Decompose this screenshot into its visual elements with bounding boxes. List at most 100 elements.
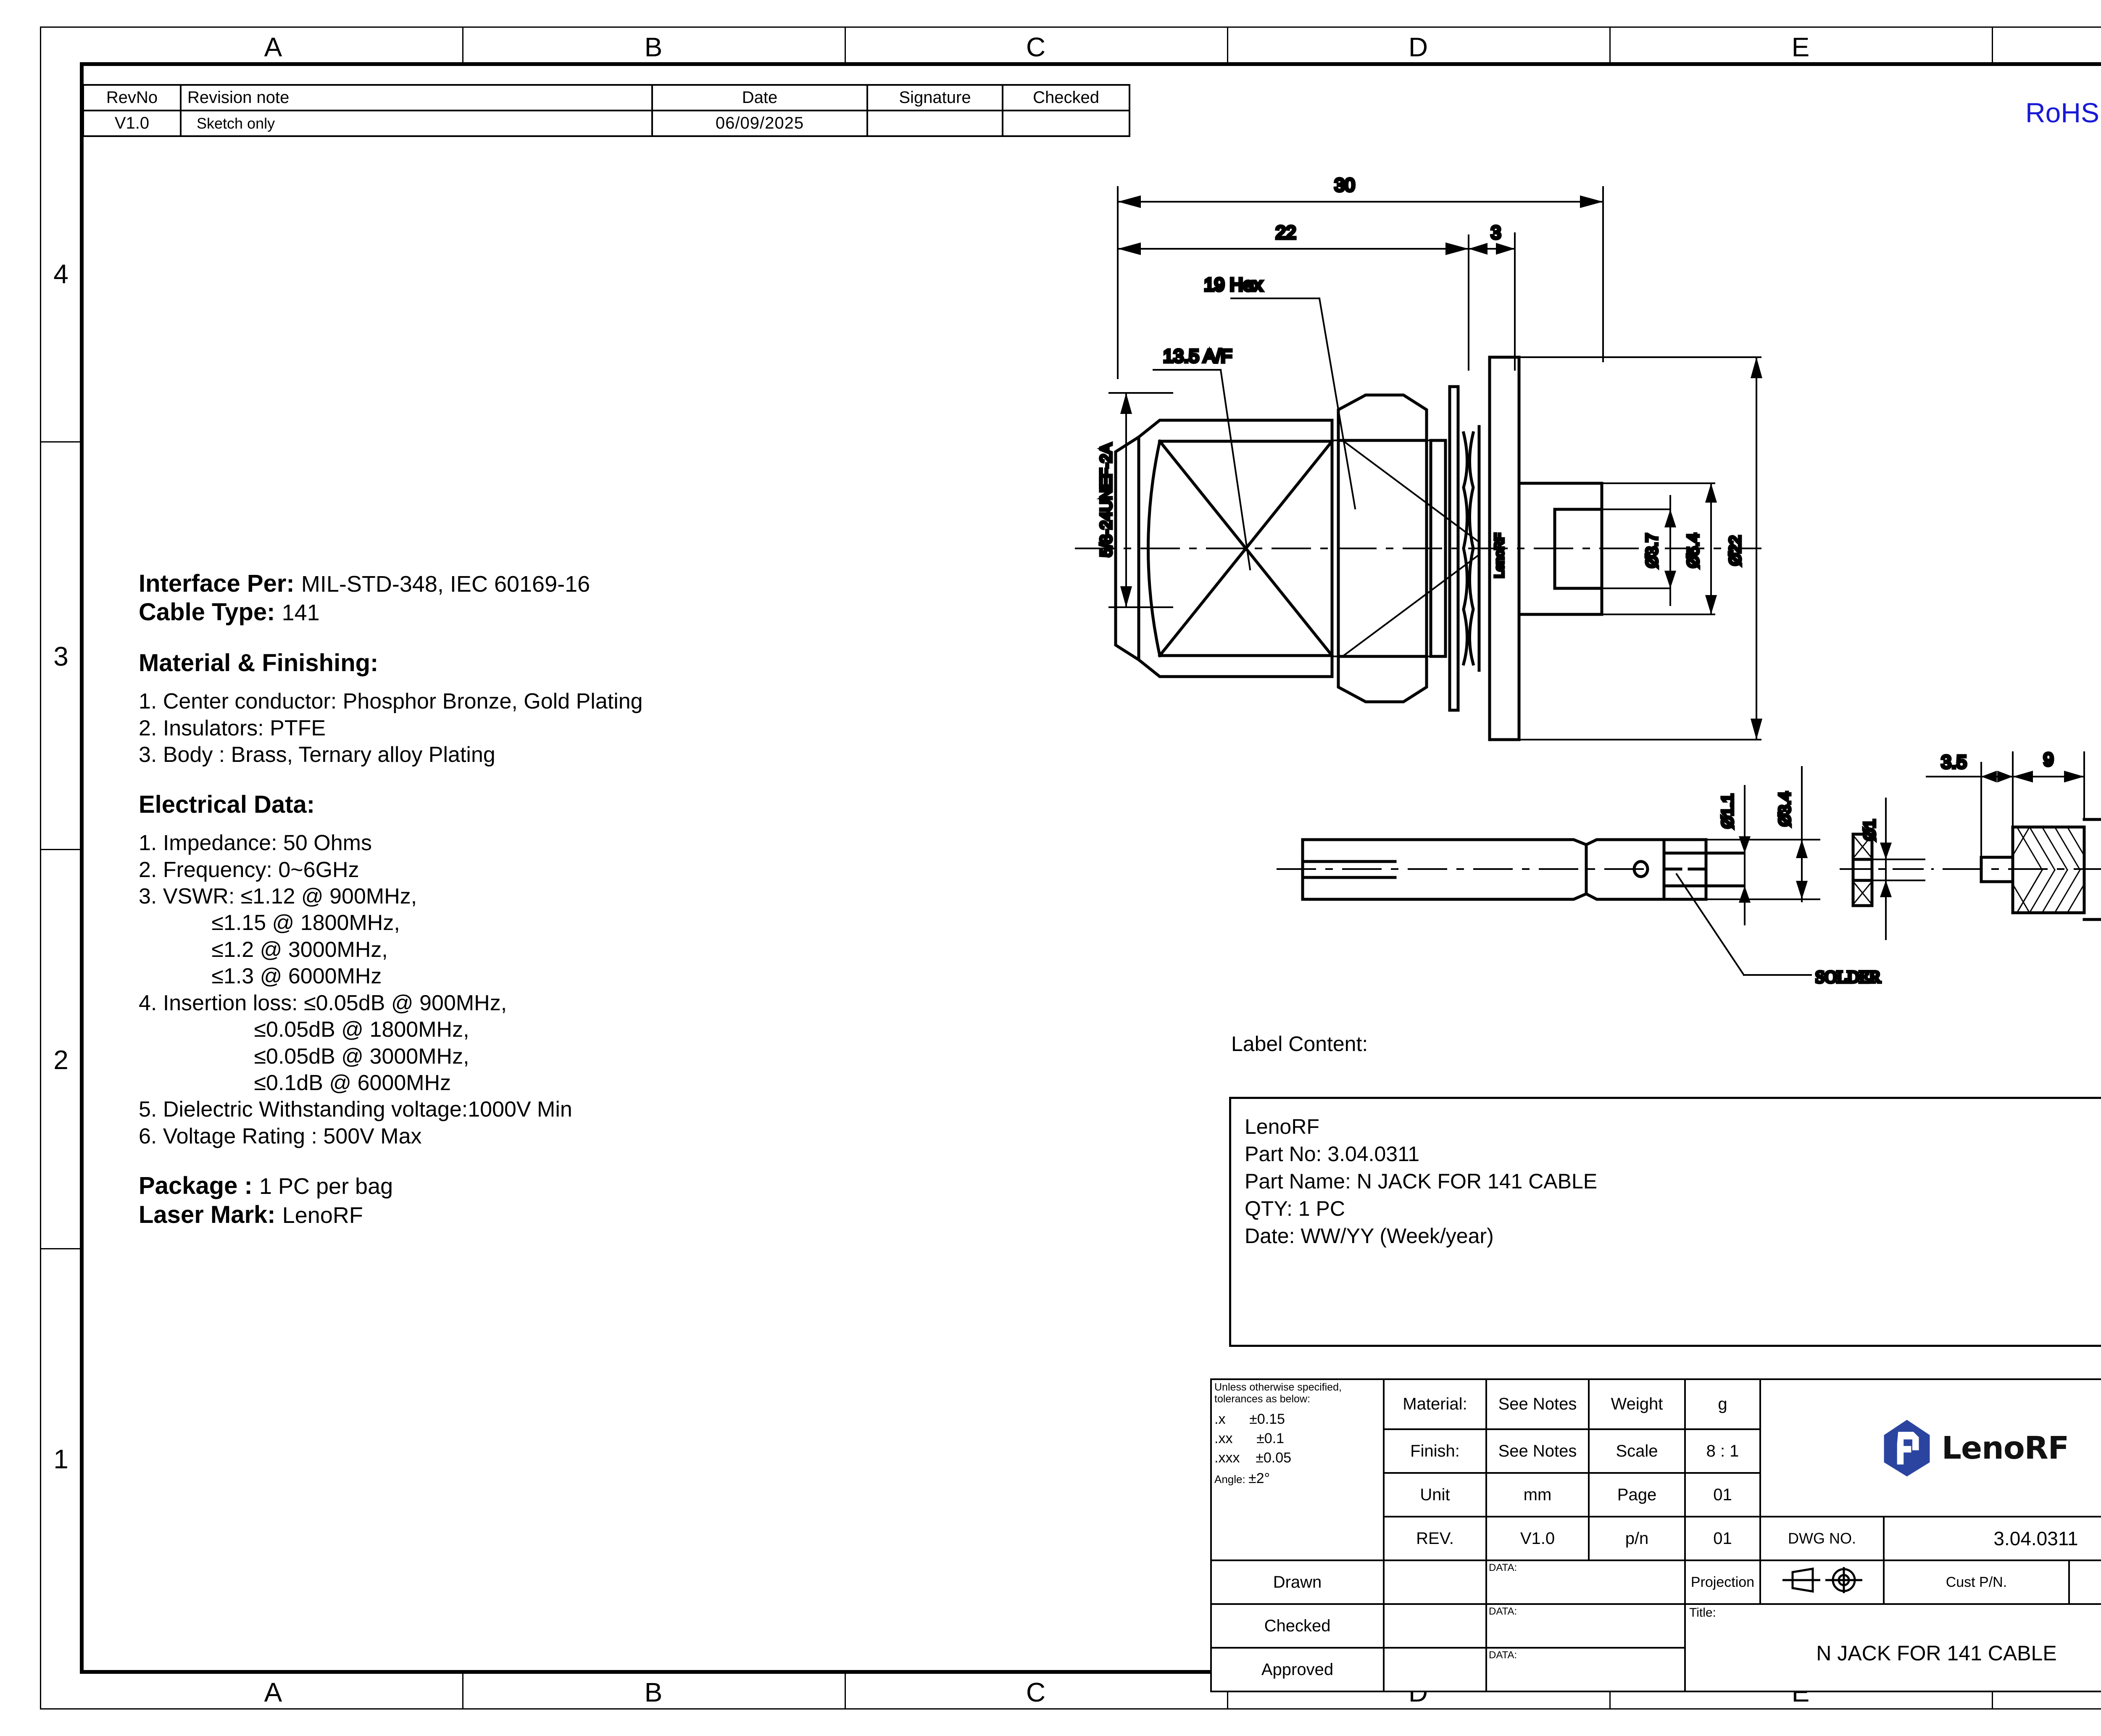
logo-wrap: LenoRF — [1761, 1419, 2101, 1478]
zone-tick-top-1 — [462, 26, 463, 62]
revision-cell-date: 06/09/2025 — [651, 110, 868, 137]
package-line: Package : 1 PC per bag — [139, 1172, 1063, 1200]
tolerance-xx: .xx ±0.1 — [1214, 1430, 1285, 1446]
revision-header-checked: Checked — [1002, 84, 1130, 111]
finish-label-cell: Finish: — [1383, 1428, 1487, 1474]
electrical-item-8: ≤0.05dB @ 1800MHz, — [139, 1017, 469, 1042]
label-line-4: QTY: 1 PC — [1245, 1197, 1345, 1220]
title-block-row-7: Approved DATA: — [1210, 1647, 2101, 1692]
interface-per-value: MIL-STD-348, IEC 60169-16 — [301, 572, 590, 597]
tolerance-x: .x ±0.15 — [1214, 1411, 1285, 1427]
package-value: 1 PC per bag — [259, 1174, 393, 1199]
laser-mark-label: Laser Mark: — [139, 1201, 276, 1228]
approved-data-label: DATA: — [1489, 1649, 1517, 1661]
tolerance-note-cell: Unless otherwise specified, tolerances a… — [1210, 1378, 1385, 1561]
zone-tick-top-4 — [1609, 26, 1611, 62]
drawn-date-cell: DATA: — [1485, 1560, 1686, 1605]
weight-label-cell: Weight — [1588, 1378, 1686, 1430]
checked-label-cell: Checked — [1210, 1603, 1385, 1649]
tolerance-angle-value: ±2° — [1248, 1470, 1270, 1486]
electrical-item-10: ≤0.1dB @ 6000MHz — [139, 1071, 451, 1095]
custpn-label-cell: Cust P/N. — [1883, 1560, 2070, 1605]
checked-data-label: DATA: — [1489, 1606, 1517, 1617]
sheet-inner-frame — [80, 62, 2101, 1674]
zone-tick-bot-2 — [845, 1674, 846, 1710]
pn-value-cell: 01 — [1684, 1516, 1761, 1561]
projection-symbol-cell — [1759, 1560, 1885, 1605]
table-row: V1.0 Sketch only 06/09/2025 — [82, 110, 1130, 137]
first-angle-projection-icon — [1782, 1567, 1862, 1593]
weight-value-cell: g — [1684, 1378, 1761, 1430]
drawn-data-label: DATA: — [1489, 1562, 1517, 1573]
revision-cell-revno: V1.0 — [82, 110, 182, 137]
zone-label-top-c: C — [1026, 32, 1046, 62]
title-block-row-4: REV. V1.0 p/n 01 DWG NO. 3.04.0311 — [1211, 1516, 2101, 1561]
drawn-name-cell — [1383, 1560, 1487, 1605]
unit-label-cell: Unit — [1383, 1472, 1487, 1517]
zone-tick-left-2 — [40, 849, 80, 850]
custpn-value-cell: TBD — [2068, 1560, 2101, 1605]
material-label-cell: Material: — [1383, 1378, 1487, 1430]
label-line-1: LenoRF — [1245, 1115, 1319, 1138]
tolerance-note-line1: Unless otherwise specified, — [1214, 1381, 1342, 1393]
zone-label-left-1: 1 — [53, 1444, 68, 1474]
spacer-3 — [139, 769, 1063, 790]
label-line-2: Part No: 3.04.0311 — [1245, 1142, 1420, 1166]
title-label: Title: — [1689, 1606, 1716, 1620]
zone-label-top-d: D — [1408, 32, 1428, 62]
spacer-2 — [139, 677, 1063, 688]
interface-per-label: Interface Per: — [139, 570, 295, 597]
revision-header-row: RevNo Revision note Date Signature Check… — [82, 84, 1130, 111]
zone-tick-left-3 — [40, 1248, 80, 1249]
electrical-item-5: ≤1.2 @ 3000MHz, — [139, 937, 388, 962]
revision-cell-checked — [1002, 110, 1130, 137]
electrical-item-9: ≤0.05dB @ 3000MHz, — [139, 1044, 469, 1069]
label-content-heading: Label Content: — [1231, 1032, 1368, 1056]
dwgno-label-cell: DWG NO. — [1759, 1516, 1885, 1561]
revision-header-date: Date — [651, 84, 868, 111]
zone-label-left-4: 4 — [53, 259, 68, 289]
zone-tick-top-5 — [1992, 26, 1993, 62]
zone-label-left-3: 3 — [53, 641, 68, 672]
revision-header-revno: RevNo — [82, 84, 182, 111]
title-value-cell: Title: N JACK FOR 141 CABLE — [1684, 1603, 2101, 1692]
label-line-5: Date: WW/YY (Week/year) — [1245, 1224, 1494, 1248]
finish-value-cell: See Notes — [1485, 1428, 1590, 1474]
title-block-row-5: Drawn DATA: Projection Cust — [1210, 1560, 2101, 1605]
package-label: Package : — [139, 1172, 253, 1200]
sheet-outer-border — [40, 26, 2101, 1710]
unit-value-cell: mm — [1485, 1472, 1590, 1517]
cable-type-value: 141 — [282, 600, 320, 626]
spacer-5 — [139, 1150, 1063, 1172]
electrical-item-2: 2. Frequency: 0~6GHz — [139, 857, 359, 882]
lenorf-mark-icon — [1884, 1420, 1930, 1476]
laser-mark-value: LenoRF — [282, 1202, 363, 1228]
electrical-item-12: 6. Voltage Rating : 500V Max — [139, 1124, 422, 1149]
tolerance-xxx: .xxx ±0.05 — [1214, 1449, 1292, 1466]
revision-cell-signature — [866, 110, 1003, 137]
zone-tick-top-3 — [1227, 26, 1228, 62]
electrical-item-1: 1. Impedance: 50 Ohms — [139, 831, 372, 856]
zone-tick-top-2 — [845, 26, 846, 62]
material-item-1: 1. Center conductor: Phosphor Bronze, Go… — [139, 689, 643, 714]
material-item-2: 2. Insulators: PTFE — [139, 716, 326, 740]
checked-name-cell — [1383, 1603, 1487, 1649]
electrical-item-3: 3. VSWR: ≤1.12 @ 900MHz, — [139, 884, 417, 909]
zone-label-left-2: 2 — [53, 1045, 68, 1075]
material-value-cell: See Notes — [1485, 1378, 1590, 1430]
spacer-1 — [139, 627, 1063, 649]
material-finishing-heading: Material & Finishing: — [139, 649, 379, 677]
pn-label-cell: p/n — [1588, 1516, 1686, 1561]
zone-label-top-b: B — [644, 32, 663, 62]
drawn-label-cell: Drawn — [1210, 1560, 1385, 1605]
zone-label-bot-a: A — [264, 1677, 282, 1707]
revision-table: RevNo Revision note Date Signature Check… — [82, 84, 1130, 137]
label-content-box: LenoRF Part No: 3.04.0311 Part Name: N J… — [1229, 1097, 2101, 1347]
tolerance-note-line2: tolerances as below: — [1214, 1393, 1310, 1405]
electrical-item-7: 4. Insertion loss: ≤0.05dB @ 900MHz, — [139, 990, 507, 1015]
zone-label-top-a: A — [264, 32, 282, 62]
interface-per-line: Interface Per: MIL-STD-348, IEC 60169-16 — [139, 569, 1063, 598]
approved-name-cell — [1383, 1647, 1487, 1692]
title-block-table: Unless otherwise specified, tolerances a… — [1210, 1378, 2101, 1692]
